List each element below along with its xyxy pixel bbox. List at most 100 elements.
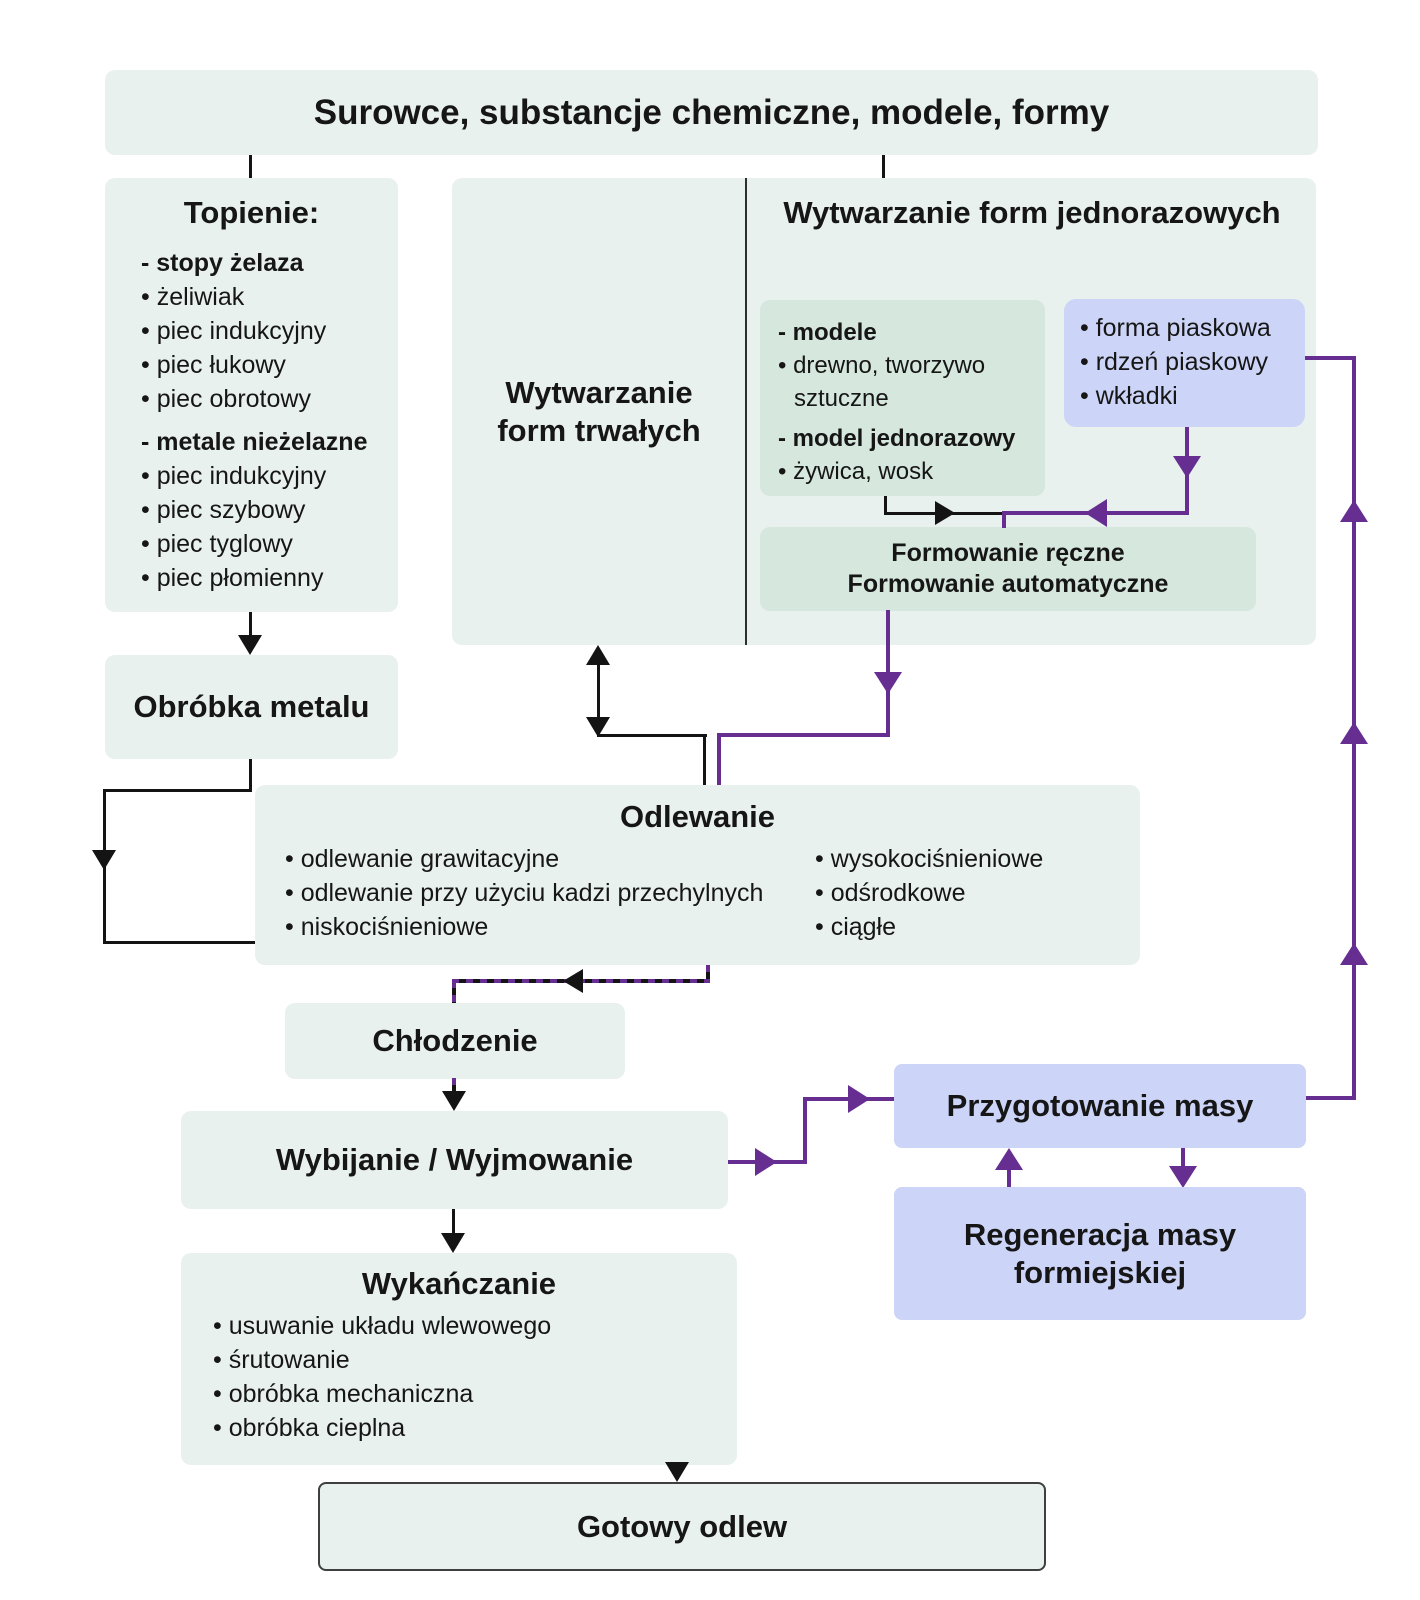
list-item: • forma piaskowa <box>1080 314 1271 342</box>
line-into-odlewanie-purple <box>717 733 721 785</box>
topienie-box: Topienie: - stopy żelaza • żeliwiak • pi… <box>105 178 398 612</box>
arrowhead-regeneracja-up <box>995 1148 1023 1170</box>
line-topienie-obrobka <box>249 612 252 639</box>
arrowhead-return-1 <box>1340 943 1368 965</box>
title-box: Surowce, substancje chemiczne, modele, f… <box>105 70 1318 155</box>
list-item: • żeliwiak <box>141 283 245 311</box>
list-item: • piec szybowy <box>141 496 306 524</box>
odlewanie-list-right: • wysokociśnieniowe • odśrodkowe • ciągł… <box>815 842 1043 944</box>
arrowhead-wykanczanie-gotowy <box>665 1462 689 1482</box>
arrowhead-to-permanent <box>586 645 610 665</box>
list-item: • drewno, tworzywo sztuczne <box>778 352 986 412</box>
disposable-forms-title: Wytwarzanie form jednorazowych <box>783 195 1281 230</box>
list-item: • obróbka cieplna <box>213 1414 406 1442</box>
forms-divider <box>745 178 747 645</box>
line-dash-into-chlodzenie <box>452 981 456 1003</box>
permanent-forms-box: Wytwarzanie form trwałych <box>452 178 746 645</box>
list-item: • piec tyglowy <box>141 530 293 558</box>
list-item: • piec indukcyjny <box>141 462 327 490</box>
list-item: • obróbka mechaniczna <box>213 1380 474 1408</box>
line-sand-to-return <box>1305 356 1354 360</box>
models-box: - modele • drewno, tworzywo sztuczne - m… <box>760 300 1045 496</box>
line-obrobka-left <box>103 789 252 792</box>
wybijanie-title: Wybijanie / Wyjmowanie <box>275 1142 634 1177</box>
gotowy-box: Gotowy odlew <box>318 1482 1046 1571</box>
obrobka-title: Obróbka metalu <box>133 689 370 724</box>
line-obrobka-into-odlewanie <box>103 941 255 944</box>
arrowhead-to-odlewanie-black <box>586 717 610 737</box>
odlewanie-title: Odlewanie <box>619 799 776 834</box>
wykanczanie-title: Wykańczanie <box>361 1266 557 1301</box>
page-title: Surowce, substancje chemiczne, modele, f… <box>313 92 1110 132</box>
list-heading: - metale nieżelazne <box>141 428 368 456</box>
chlodzenie-box: Chłodzenie <box>285 1003 625 1079</box>
forms-container: Wytwarzanie form trwałych Wytwarzanie fo… <box>452 178 1316 645</box>
list-item: • piec płomienny <box>141 564 324 592</box>
arrowhead-return-3 <box>1340 500 1368 522</box>
permanent-forms-title: Wytwarzanie form trwałych <box>497 374 701 448</box>
line-into-odlewanie-black <box>703 734 706 785</box>
list-item: • usuwanie układu wlewowego <box>213 1312 552 1340</box>
formowanie-line2: Formowanie automatyczne <box>847 570 1169 598</box>
gotowy-title: Gotowy odlew <box>576 1508 788 1544</box>
sand-list: • forma piaskowa • rdzeń piaskowy • wkła… <box>1080 311 1295 413</box>
line-obrobka-down <box>249 759 252 792</box>
list-item: • wkładki <box>1080 382 1178 410</box>
arrowhead-wybijanie-wykanczanie <box>441 1233 465 1253</box>
wykanczanie-box: Wykańczanie • usuwanie układu wlewowego … <box>181 1253 737 1465</box>
arrowhead-dash-left <box>563 969 583 993</box>
arrowhead-sand-down <box>1173 456 1201 478</box>
obrobka-box: Obróbka metalu <box>105 655 398 759</box>
odlewanie-list-left: • odlewanie grawitacyjne • odlewanie prz… <box>285 842 815 944</box>
list-item: • odlewanie grawitacyjne <box>285 845 560 873</box>
topienie-title: Topienie: <box>183 195 320 230</box>
chlodzenie-title: Chłodzenie <box>372 1023 538 1058</box>
wykanczanie-list: • usuwanie układu wlewowego • śrutowanie… <box>213 1309 737 1445</box>
list-item: • ciągłe <box>815 913 897 941</box>
regeneracja-title: Regeneracja masy formiejskiej <box>963 1216 1237 1290</box>
arrowhead-przygotowanie-down <box>1169 1166 1197 1188</box>
list-item: • piec łukowy <box>141 351 286 379</box>
arrowhead-chlodzenie-wybijanie <box>442 1091 466 1111</box>
arrowhead-sand-left <box>1085 499 1107 527</box>
line-wybijanie-wykanczanie <box>452 1209 455 1237</box>
line-chlodzenie-wybijanie <box>452 1078 456 1095</box>
przygotowanie-title: Przygotowanie masy <box>946 1088 1254 1123</box>
sand-form-box: • forma piaskowa • rdzeń piaskowy • wkła… <box>1064 299 1305 427</box>
line-przygotowanie-right <box>1306 1096 1356 1100</box>
connector-title-forms <box>882 155 885 178</box>
line-junction-formowanie <box>1002 511 1006 528</box>
list-item: • wysokociśnieniowe <box>815 845 1044 873</box>
odlewanie-box: Odlewanie • odlewanie grawitacyjne • odl… <box>255 785 1140 965</box>
list-heading: - modele <box>778 319 877 346</box>
list-item: • śrutowanie <box>213 1346 350 1374</box>
list-item: • rdzeń piaskowy <box>1080 348 1269 376</box>
arrowhead-return-2 <box>1340 722 1368 744</box>
list-item: • niskociśnieniowe <box>285 913 489 941</box>
models-list: - modele • drewno, tworzywo sztuczne - m… <box>778 316 1031 488</box>
arrowhead-obrobka-descend <box>92 850 116 870</box>
arrowhead-into-przygotowanie <box>848 1085 870 1113</box>
list-item: • żywica, wosk <box>778 458 934 485</box>
line-odlewanie-dash-down <box>706 965 710 981</box>
arrowhead-topienie-obrobka <box>238 635 262 655</box>
wybijanie-box: Wybijanie / Wyjmowanie <box>181 1111 728 1209</box>
list-item: • piec obrotowy <box>141 385 311 413</box>
line-permanent-elbow <box>597 734 707 737</box>
list-item: • piec indukcyjny <box>141 317 327 345</box>
list-item: • odlewanie przy użyciu kadzi przechylny… <box>285 879 764 907</box>
regeneracja-box: Regeneracja masy formiejskiej <box>894 1187 1306 1320</box>
arrowhead-models-right <box>935 501 955 525</box>
arrowhead-formowanie-down <box>874 672 902 694</box>
connector-title-topienie <box>249 155 252 178</box>
list-heading: - stopy żelaza <box>141 249 304 277</box>
line-regeneracja-up <box>1007 1166 1011 1187</box>
przygotowanie-box: Przygotowanie masy <box>894 1064 1306 1148</box>
formowanie-line1: Formowanie ręczne <box>891 539 1125 567</box>
topienie-list: - stopy żelaza • żeliwiak • piec indukcy… <box>141 246 398 595</box>
list-item: • odśrodkowe <box>815 879 966 907</box>
line-przygotowanie-down <box>1181 1148 1185 1168</box>
line-wybijanie-up <box>803 1097 807 1164</box>
line-models-down <box>884 496 887 515</box>
